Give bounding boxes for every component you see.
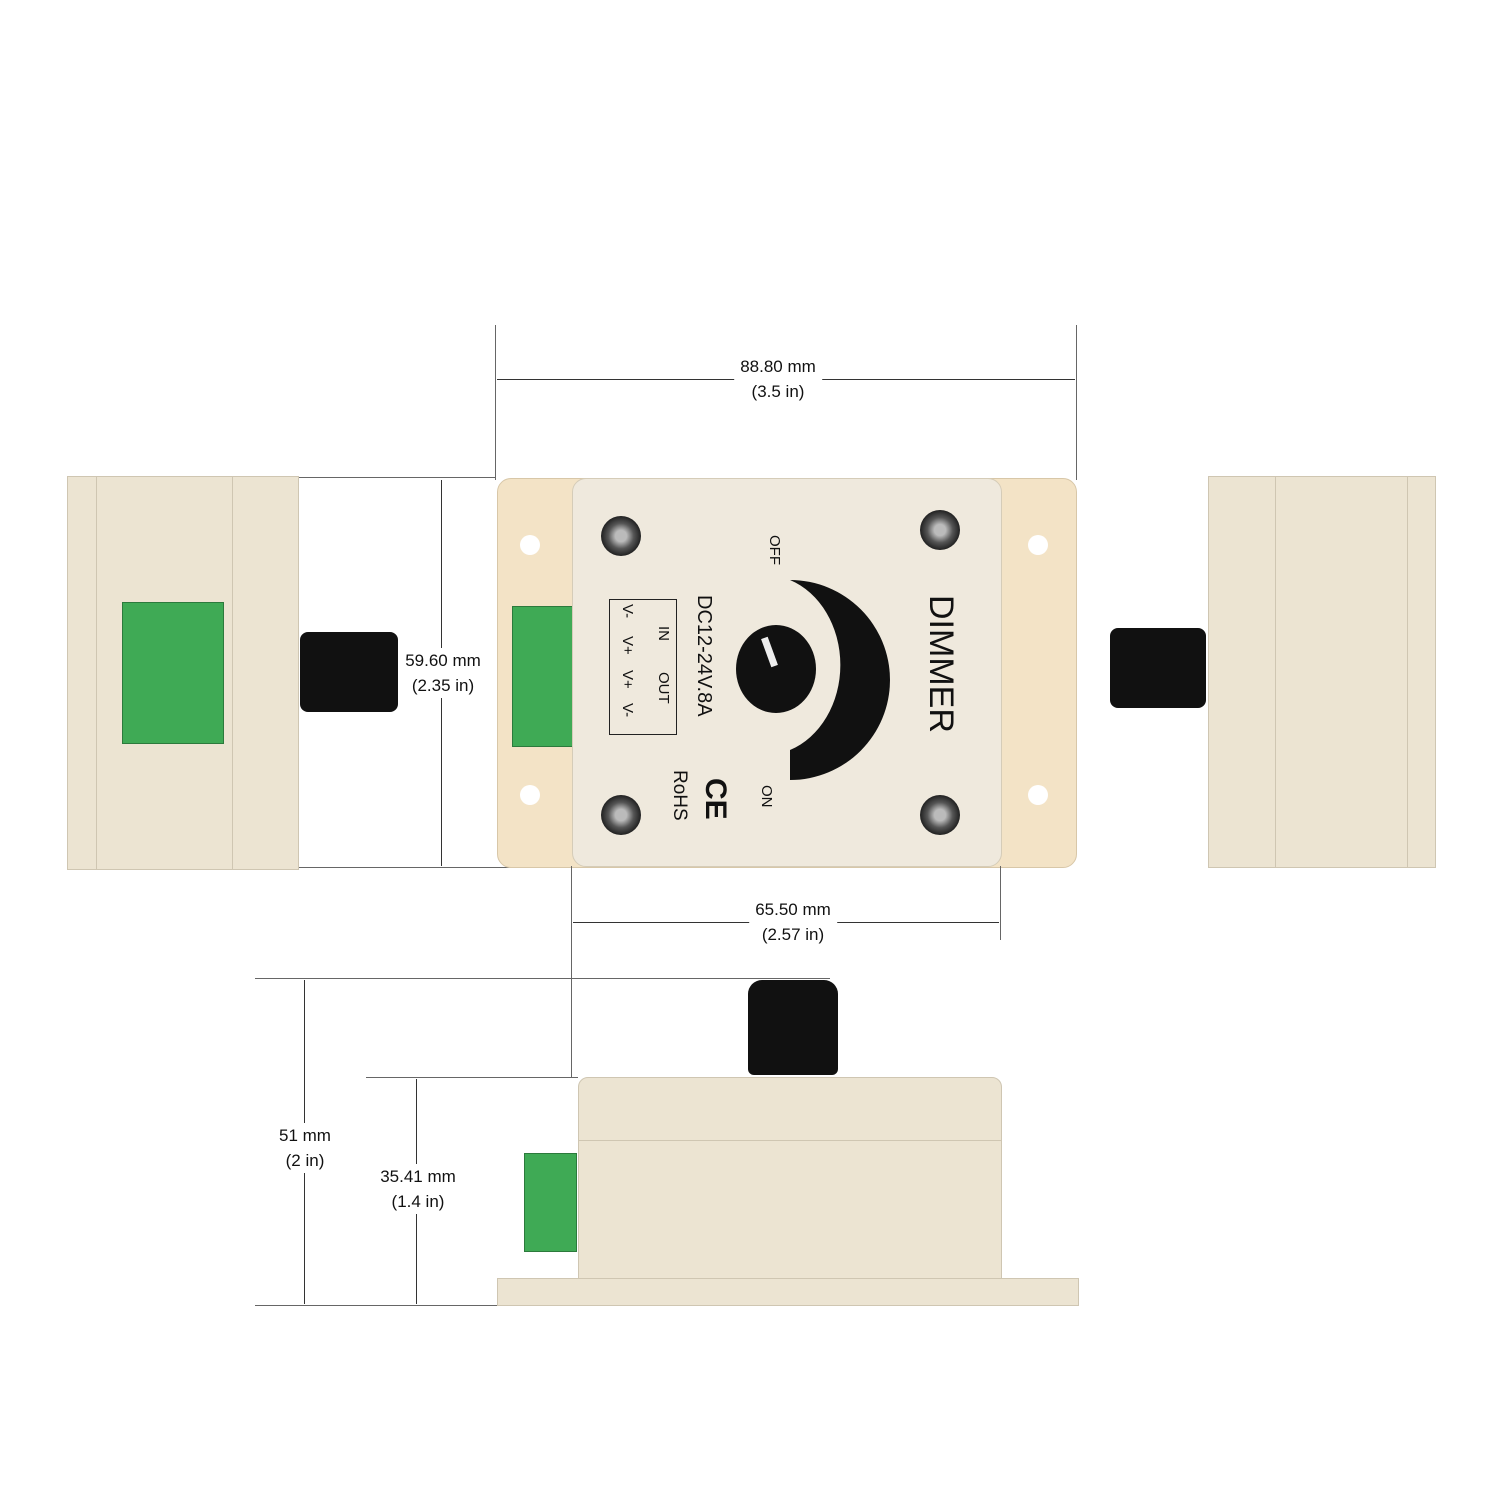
height-label: 59.60 mm (2.35 in): [403, 648, 483, 698]
extension-line: [495, 325, 496, 480]
terminal-block-side: [122, 602, 224, 744]
knob-front: [748, 980, 838, 1075]
extension-line: [571, 866, 572, 1078]
out-label: OUT: [655, 672, 672, 704]
dimmer-knob: [736, 625, 816, 713]
pin-label: V+: [619, 636, 636, 655]
width-label: 88.80 mm (3.5 in): [734, 354, 822, 404]
on-label: ON: [758, 785, 775, 808]
extension-line: [366, 1077, 578, 1078]
knob-side: [1110, 628, 1206, 708]
knob-side: [300, 632, 398, 712]
screw-icon: [601, 795, 641, 835]
body-depth-mm: 35.41 mm: [380, 1167, 456, 1186]
rohs-label: RoHS: [669, 770, 690, 821]
total-depth-label: 51 mm (2 in): [277, 1123, 333, 1173]
extension-line: [1000, 866, 1001, 940]
brightness-arc-icon: [790, 580, 890, 780]
pin-label: V-: [619, 703, 636, 718]
cover-width-in: (2.57 in): [761, 925, 825, 944]
extension-line: [255, 978, 830, 979]
ce-mark: CE: [699, 778, 732, 820]
extension-line: [1076, 325, 1077, 480]
dimmer-title: DIMMER: [922, 595, 960, 733]
screw-icon: [601, 516, 641, 556]
width-mm: 88.80 mm: [740, 357, 816, 376]
body-depth-label: 35.41 mm (1.4 in): [378, 1164, 458, 1214]
pin-label: V+: [619, 670, 636, 689]
height-in: (2.35 in): [411, 676, 475, 695]
extension-line: [255, 1305, 497, 1306]
pin-label: V-: [619, 604, 636, 619]
terminal-table: IN OUT V- V+ V+ V-: [609, 599, 677, 735]
height-mm: 59.60 mm: [405, 651, 481, 670]
bottom-view-body: [578, 1077, 1002, 1279]
width-in: (3.5 in): [751, 382, 805, 401]
base-flange: [497, 1278, 1079, 1306]
extension-line: [67, 867, 617, 868]
screw-icon: [920, 510, 960, 550]
right-side-view: [1208, 476, 1436, 868]
screw-icon: [920, 795, 960, 835]
body-depth-in: (1.4 in): [391, 1192, 445, 1211]
off-label: OFF: [766, 535, 783, 565]
rating-text: DC12-24V.8A: [693, 595, 715, 717]
in-label: IN: [655, 626, 672, 641]
cover-width-mm: 65.50 mm: [755, 900, 831, 919]
terminal-block-front: [524, 1153, 577, 1252]
cover-width-label: 65.50 mm (2.57 in): [749, 897, 837, 947]
total-depth-mm: 51 mm: [279, 1126, 331, 1145]
terminal-block: [512, 606, 574, 747]
total-depth-in: (2 in): [285, 1151, 325, 1170]
